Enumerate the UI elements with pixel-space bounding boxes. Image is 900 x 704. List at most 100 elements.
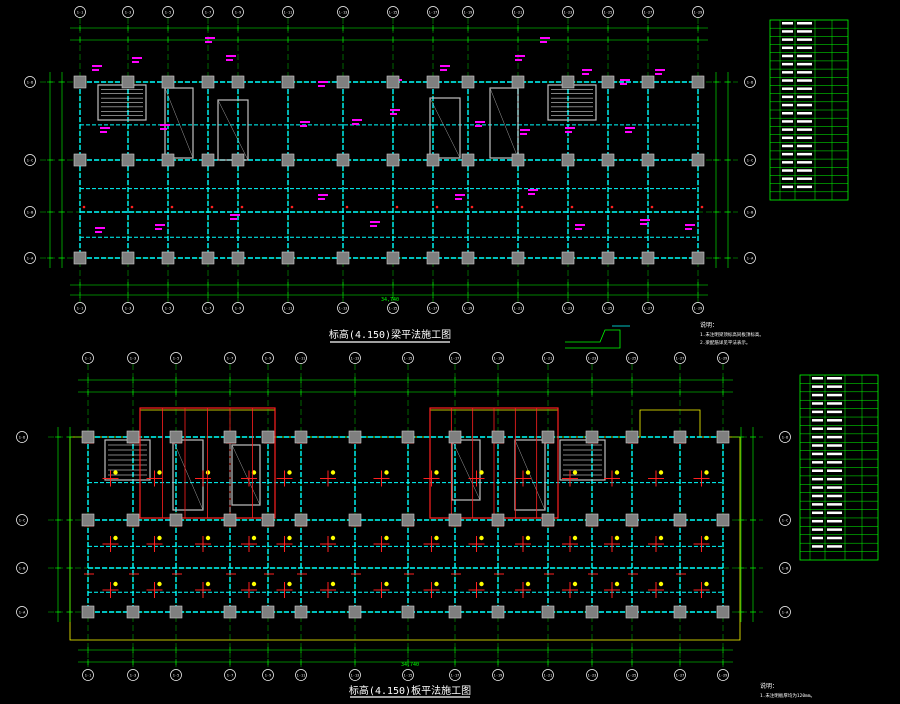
table-cell-mark (797, 136, 812, 140)
column (601, 153, 615, 167)
axis-bubble (24, 154, 36, 166)
axis-bubble-label: 1-29 (719, 357, 728, 361)
axis-bubble (542, 669, 554, 681)
column (231, 251, 245, 265)
axis-bubble (512, 6, 524, 18)
table-cell-mark (812, 377, 823, 380)
column (401, 605, 415, 619)
axis-bubble-label: 1-25 (604, 307, 613, 311)
table-cell-mark (782, 79, 793, 82)
table-cell-mark (827, 435, 842, 439)
axis-bubble-label: 1-29 (694, 307, 703, 311)
table-cell-mark (827, 503, 842, 506)
column (261, 430, 275, 444)
table-cell-mark (812, 419, 823, 422)
column (401, 430, 415, 444)
axis-bubble (82, 352, 94, 364)
notes-top-line-1: 1.未注明梁顶标高同板顶标高。 (700, 331, 764, 338)
axis-bubble-label: 1-11 (284, 307, 293, 311)
column (625, 513, 639, 527)
axis-bubble (224, 669, 236, 681)
rebar-tag (434, 581, 439, 587)
axis-bubble (692, 6, 704, 18)
axis-bubble-label: 1-15 (404, 674, 413, 678)
notes-top-line-2: 2.梁配筋详见平法表示。 (700, 339, 750, 346)
axis-bubble (16, 606, 28, 618)
rebar-tag (658, 581, 664, 587)
beam-marker (435, 205, 439, 209)
column (625, 605, 639, 619)
column (691, 251, 705, 265)
table-cell-mark (797, 185, 812, 189)
table-cell-mark (812, 503, 823, 506)
column (461, 153, 475, 167)
axis-bubble (562, 6, 574, 18)
table-cell-mark (827, 452, 842, 456)
column (261, 513, 275, 527)
column (169, 605, 183, 619)
column (81, 430, 95, 444)
detail-section-line (565, 329, 621, 349)
column (511, 75, 525, 89)
axis-bubble (642, 302, 654, 314)
beam-marker (570, 205, 574, 209)
table-cell-mark (812, 461, 823, 464)
column (561, 251, 575, 265)
axis-bubble (16, 514, 28, 526)
elevator-shaft (451, 439, 481, 501)
rebar-tag (205, 470, 211, 475)
rebar-tag (251, 470, 257, 475)
table-cell-mark (782, 103, 793, 107)
rebar-tag (205, 581, 211, 587)
table-cell-mark (827, 469, 842, 472)
axis-bubble-label: 1-A (747, 257, 754, 261)
shaft-diagonal (172, 439, 204, 511)
axis-bubble (232, 302, 244, 314)
column (201, 153, 215, 167)
axis-bubble-label: 1-9 (235, 11, 242, 15)
table-cell-mark (782, 112, 793, 115)
column (673, 513, 687, 527)
axis-bubble-label: 1-3 (125, 307, 132, 311)
column (348, 430, 362, 444)
table-cell-mark (782, 95, 793, 99)
axis-bubble (744, 154, 756, 166)
column (541, 513, 555, 527)
column (169, 513, 183, 527)
shaft-diagonal (231, 444, 261, 506)
table-cell-mark (797, 38, 812, 41)
table-cell-mark (797, 62, 812, 66)
table-cell-mark (782, 152, 793, 156)
table-cell-mark (827, 519, 842, 523)
rebar-tag (113, 470, 118, 475)
notes-top: 说明： 1.未注明梁顶标高同板顶标高。 2.梁配筋详见平法表示。 (700, 321, 764, 346)
column (201, 251, 215, 265)
rebar-tag (330, 535, 336, 541)
axis-bubble (262, 669, 274, 681)
axis-bubble (602, 6, 614, 18)
column (641, 251, 655, 265)
column (386, 251, 400, 265)
axis-bubble-label: 1-1 (77, 307, 84, 311)
column (491, 430, 505, 444)
axis-bubble (779, 431, 791, 443)
axis-bubble-label: 1-13 (339, 11, 348, 15)
column (691, 153, 705, 167)
axis-bubble (127, 352, 139, 364)
top-plan-grid (40, 18, 738, 302)
column (336, 75, 350, 89)
axis-bubble-label: 1-15 (389, 307, 398, 311)
axis-bubble-label: 1-C (19, 519, 26, 523)
bottom-floor-plan: 1-11-11-31-31-51-51-71-71-91-91-111-111-… (16, 352, 791, 698)
axis-bubble-label: 1-7 (227, 674, 234, 678)
axis-bubble-label: 1-B (782, 567, 789, 571)
axis-bubble (562, 302, 574, 314)
column (585, 513, 599, 527)
table-cell-mark (812, 444, 823, 447)
axis-bubble-label: 1-19 (464, 307, 473, 311)
table-cell-mark (827, 477, 842, 481)
axis-bubble (492, 352, 504, 364)
beam-marker (520, 205, 524, 209)
table-cell-mark (812, 402, 823, 405)
